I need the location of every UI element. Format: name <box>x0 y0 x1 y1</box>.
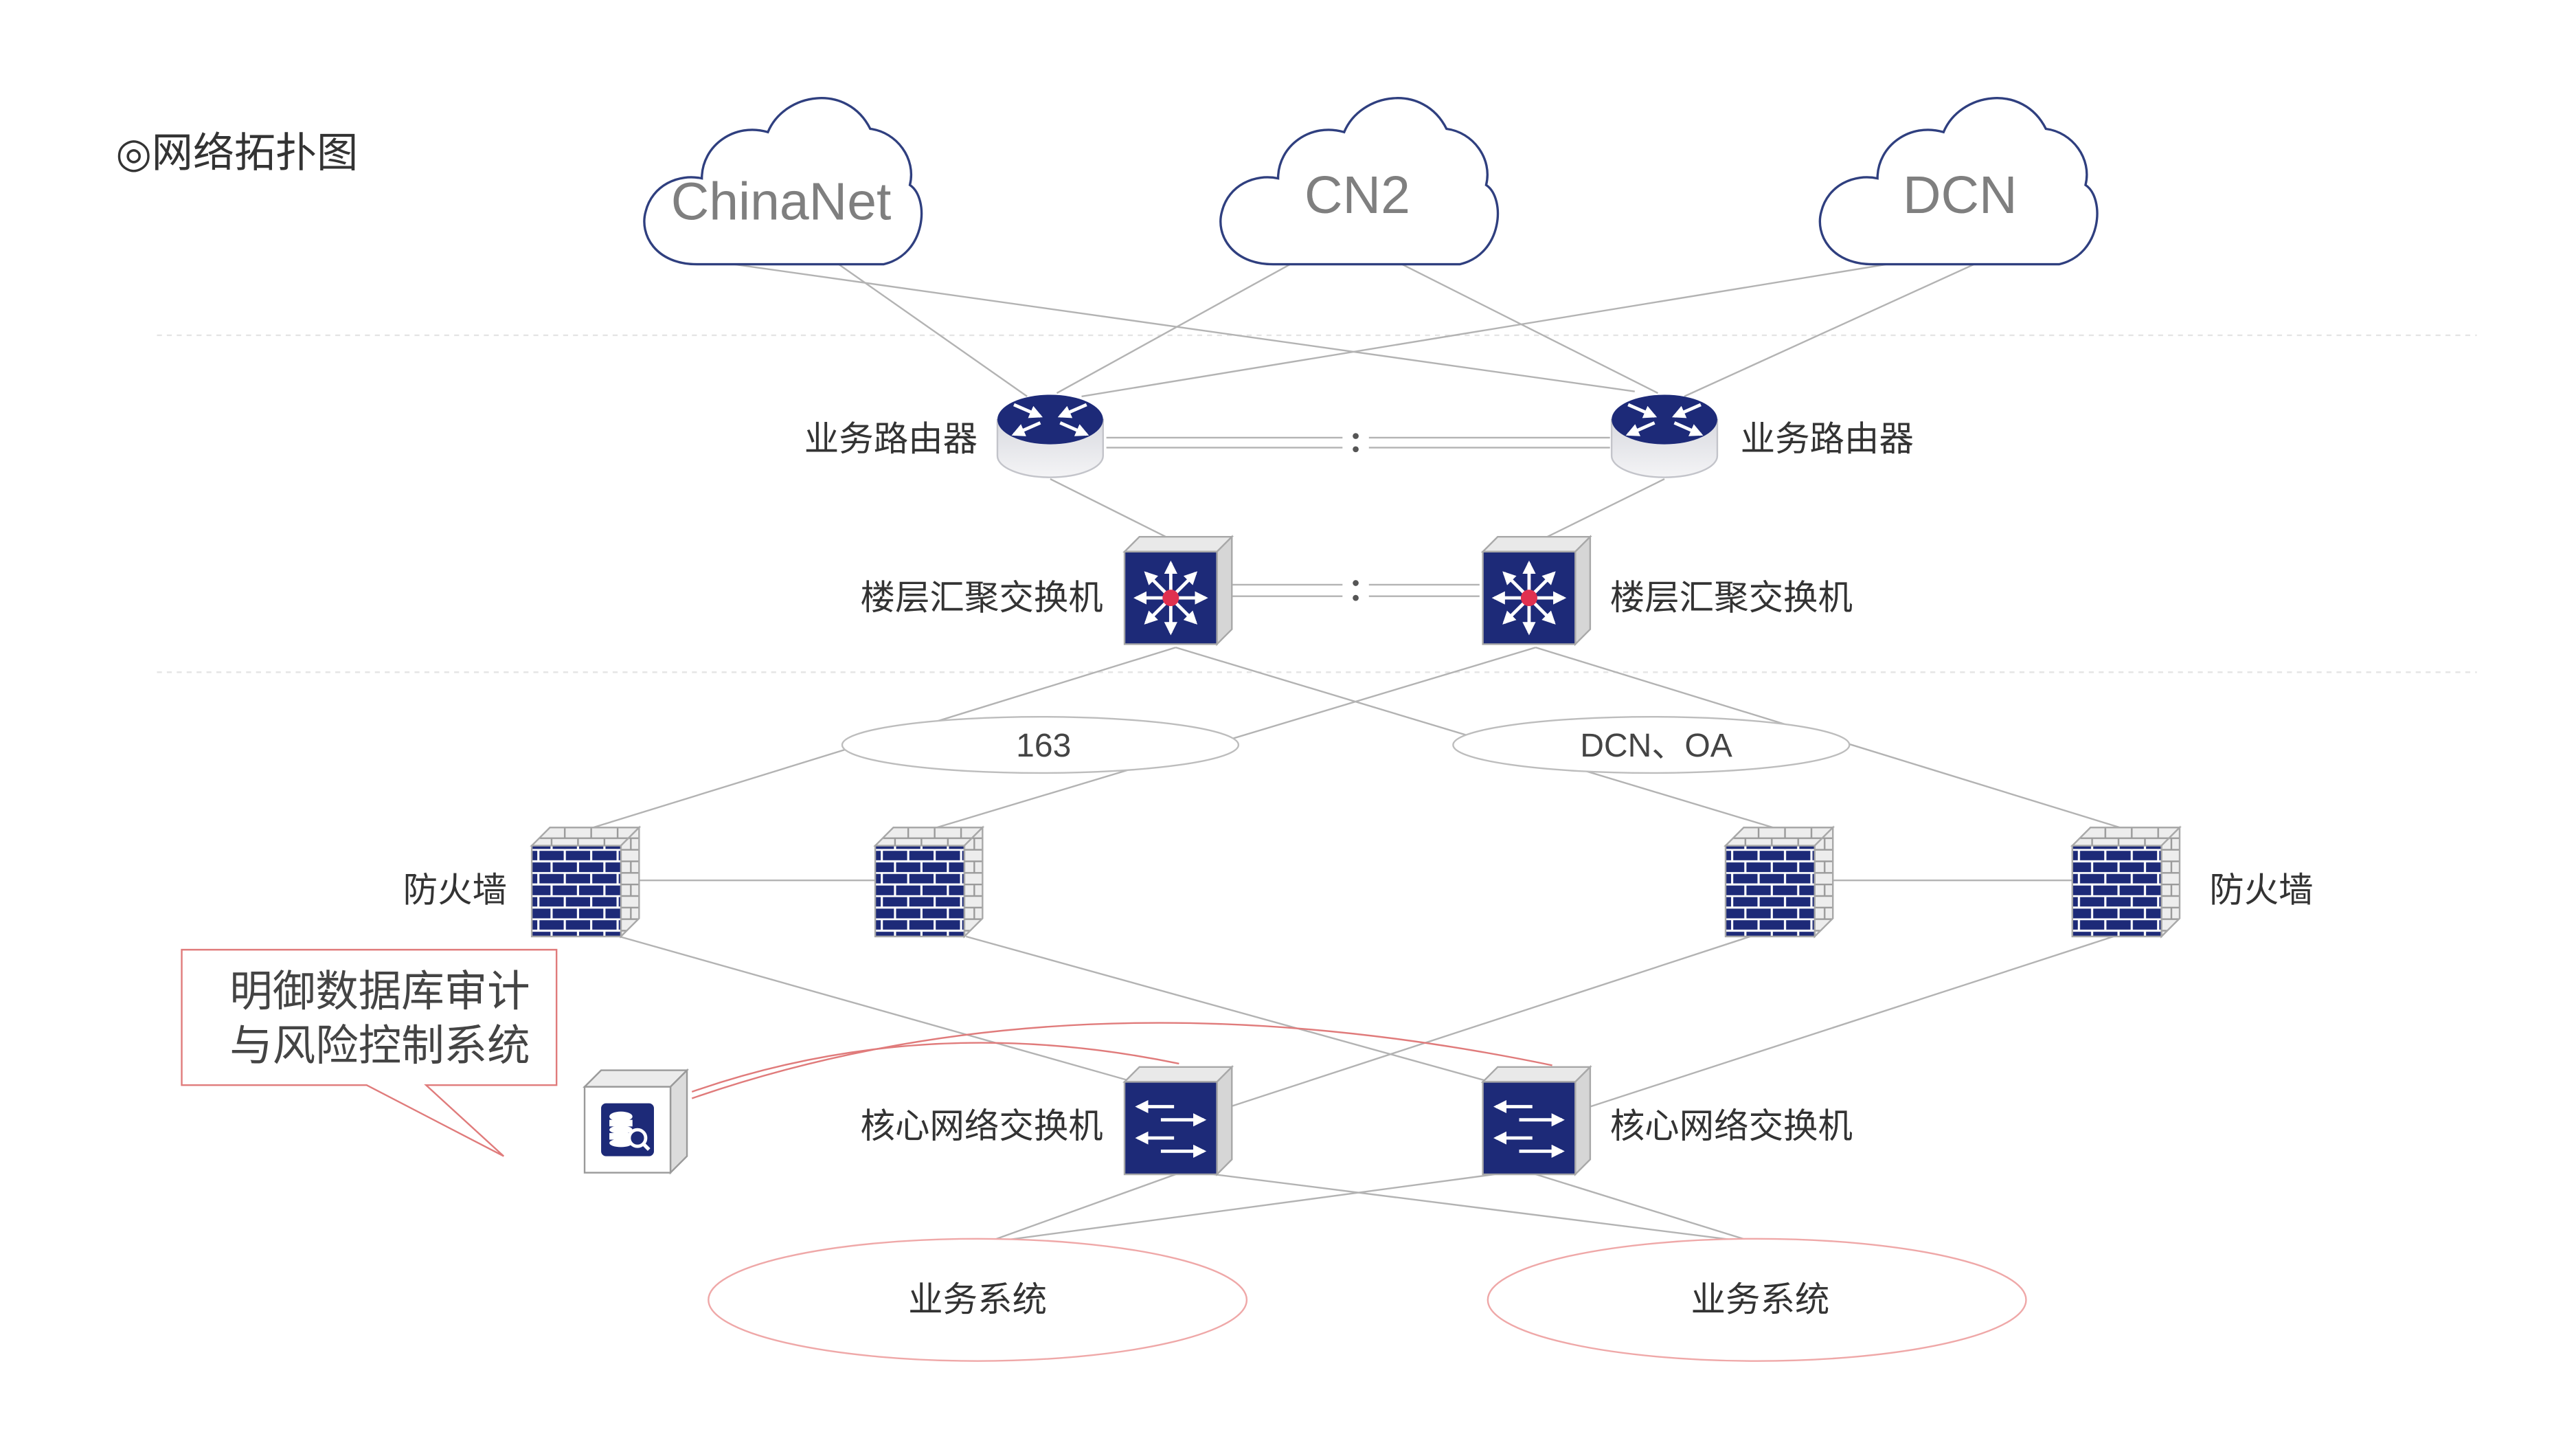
cloud-label: ChinaNet <box>671 172 892 232</box>
callout-line-1: 明御数据库审计 <box>229 966 530 1016</box>
link-router-left-switch-left <box>1050 478 1170 539</box>
router-icon <box>1610 394 1719 478</box>
page-title: ◎网络拓扑图 <box>115 129 358 177</box>
network-label: 163 <box>1016 727 1071 764</box>
link-firewall-4-core-right <box>1590 935 2114 1108</box>
firewall-icon <box>530 825 642 939</box>
callout-line-2: 与风险控制系统 <box>229 1020 530 1071</box>
firewall-3 <box>1724 825 1835 939</box>
link-core-right-business-left <box>991 1173 1495 1243</box>
router-right: 业务路由器 <box>1610 394 1914 478</box>
core-switch-left: 核心网络交换机 <box>861 1064 1234 1176</box>
router-left: 业务路由器 <box>804 394 1104 478</box>
core-switch-label: 核心网络交换机 <box>1610 1106 1853 1146</box>
database-audit-icon <box>583 1068 689 1175</box>
firewall-icon <box>2070 825 2182 939</box>
business-system-label: 业务系统 <box>908 1279 1047 1320</box>
router-label: 业务路由器 <box>1741 418 1914 459</box>
link-firewall-1-core-left <box>619 935 1140 1084</box>
aggregation-switch-label: 楼层汇聚交换机 <box>1610 577 1853 618</box>
link-firewall-3-core-left <box>1230 935 1751 1108</box>
cloud-icon <box>1818 97 2099 266</box>
cloud-chinanet: ChinaNet <box>643 97 923 266</box>
core-switch-right: 核心网络交换机 <box>1480 1064 1853 1176</box>
aggregation-switch-left: 楼层汇聚交换机 <box>861 535 1234 647</box>
link-cn2-router-left <box>1056 260 1297 394</box>
firewall-icon <box>1724 825 1835 939</box>
audit-link-core-left <box>691 1042 1179 1093</box>
firewall-label: 防火墙 <box>2209 869 2313 910</box>
firewall-2 <box>873 825 985 939</box>
cloud-cn2: CN2 <box>1219 97 1500 266</box>
audit-link-core-right <box>691 1022 1552 1099</box>
link-chinanet-router-right <box>710 260 1635 392</box>
links-cloud-router <box>710 260 1982 398</box>
link-firewall-2-core-right <box>965 935 1497 1084</box>
aggregation-switch-icon <box>1122 535 1234 647</box>
audit-callout: 明御数据库审计 与风险控制系统 <box>181 948 558 1157</box>
link-router-interconnect <box>1106 433 1610 453</box>
link-core-left-business-right <box>1213 1173 1751 1243</box>
cloud-dcn: DCN <box>1818 97 2099 266</box>
link-core-right-business-right <box>1535 1173 1754 1243</box>
cloud-icon <box>643 97 923 266</box>
core-switch-icon <box>1480 1064 1592 1176</box>
network-dcn-oa: DCN、OA <box>1452 715 1851 774</box>
link-aggregation-interconnect <box>1232 580 1480 601</box>
business-system-right: 业务系统 <box>1487 1238 2027 1362</box>
cloud-icon <box>1219 97 1500 266</box>
aggregation-switch-right: 楼层汇聚交换机 <box>1480 535 1853 647</box>
firewall-1: 防火墙 <box>403 825 642 939</box>
firewall-icon <box>873 825 985 939</box>
router-icon <box>996 394 1104 478</box>
cloud-label: CN2 <box>1304 166 1410 225</box>
firewall-label: 防火墙 <box>403 869 507 910</box>
link-cn2-router-right <box>1394 260 1658 394</box>
cloud-label: DCN <box>1903 166 2018 225</box>
core-switch-icon <box>1122 1064 1234 1176</box>
link-chinanet-router-left <box>833 260 1028 397</box>
core-switch-label: 核心网络交换机 <box>861 1106 1103 1146</box>
link-core-left-business-left <box>987 1173 1176 1243</box>
router-label: 业务路由器 <box>804 418 978 459</box>
aggregation-switch-label: 楼层汇聚交换机 <box>861 577 1103 618</box>
link-router-right-switch-right <box>1544 478 1665 539</box>
network-163: 163 <box>841 715 1240 774</box>
link-dcn-router-right <box>1684 260 1982 397</box>
business-system-left: 业务系统 <box>708 1238 1248 1362</box>
firewall-4: 防火墙 <box>2070 825 2314 939</box>
business-system-label: 业务系统 <box>1691 1279 1830 1320</box>
link-dcn-router-left <box>1081 260 1908 398</box>
aggregation-switch-icon <box>1480 535 1592 647</box>
network-label: DCN、OA <box>1580 727 1732 764</box>
